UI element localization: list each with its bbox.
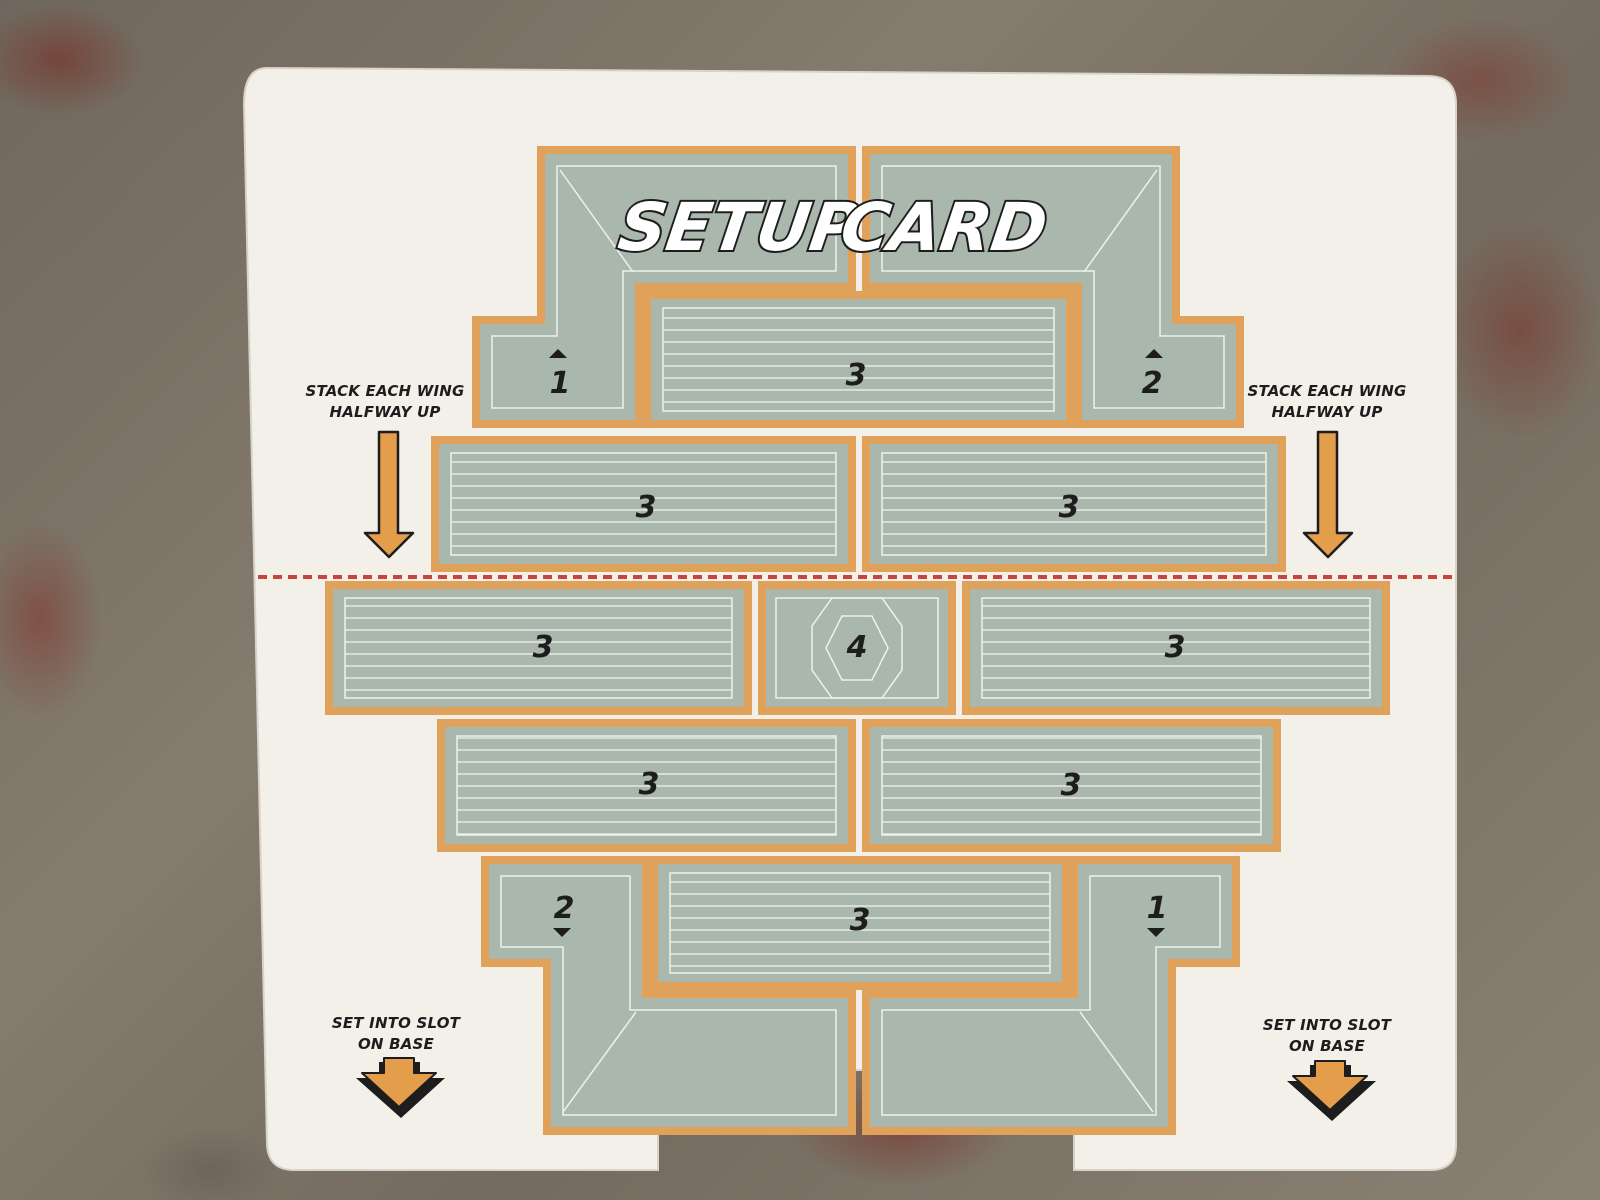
note-left-top-line1: STACK EACH WING (305, 382, 464, 400)
number-center: 4 (846, 630, 868, 665)
note-right-bottom-line2: ON BASE (1289, 1037, 1366, 1055)
number-row3-right: 3 (1165, 630, 1186, 665)
number-row4-right: 3 (1061, 768, 1082, 803)
note-right-bottom-line1: SET INTO SLOT (1263, 1016, 1393, 1034)
title-setup: SETUP (614, 188, 864, 266)
note-left-bottom-line2: ON BASE (358, 1035, 435, 1053)
number-top-left-wing: 1 (550, 366, 571, 401)
number-bottom-left-wing: 2 (554, 891, 575, 926)
number-row2-right: 3 (1059, 490, 1080, 525)
note-left-bottom-line1: SET INTO SLOT (332, 1014, 462, 1032)
note-right-top-line2: HALFWAY UP (1271, 403, 1382, 421)
number-row3-left: 3 (533, 630, 554, 665)
number-row1-center: 3 (846, 358, 867, 393)
note-left-top-line2: HALFWAY UP (329, 403, 440, 421)
number-top-right-wing: 2 (1142, 366, 1163, 401)
title-card: CARD (836, 188, 1052, 266)
number-row4-left: 3 (639, 767, 660, 802)
number-bottom-right-wing: 1 (1147, 891, 1168, 926)
number-row5-center: 3 (850, 903, 871, 938)
note-right-top-line1: STACK EACH WING (1247, 382, 1406, 400)
number-row2-left: 3 (636, 490, 657, 525)
